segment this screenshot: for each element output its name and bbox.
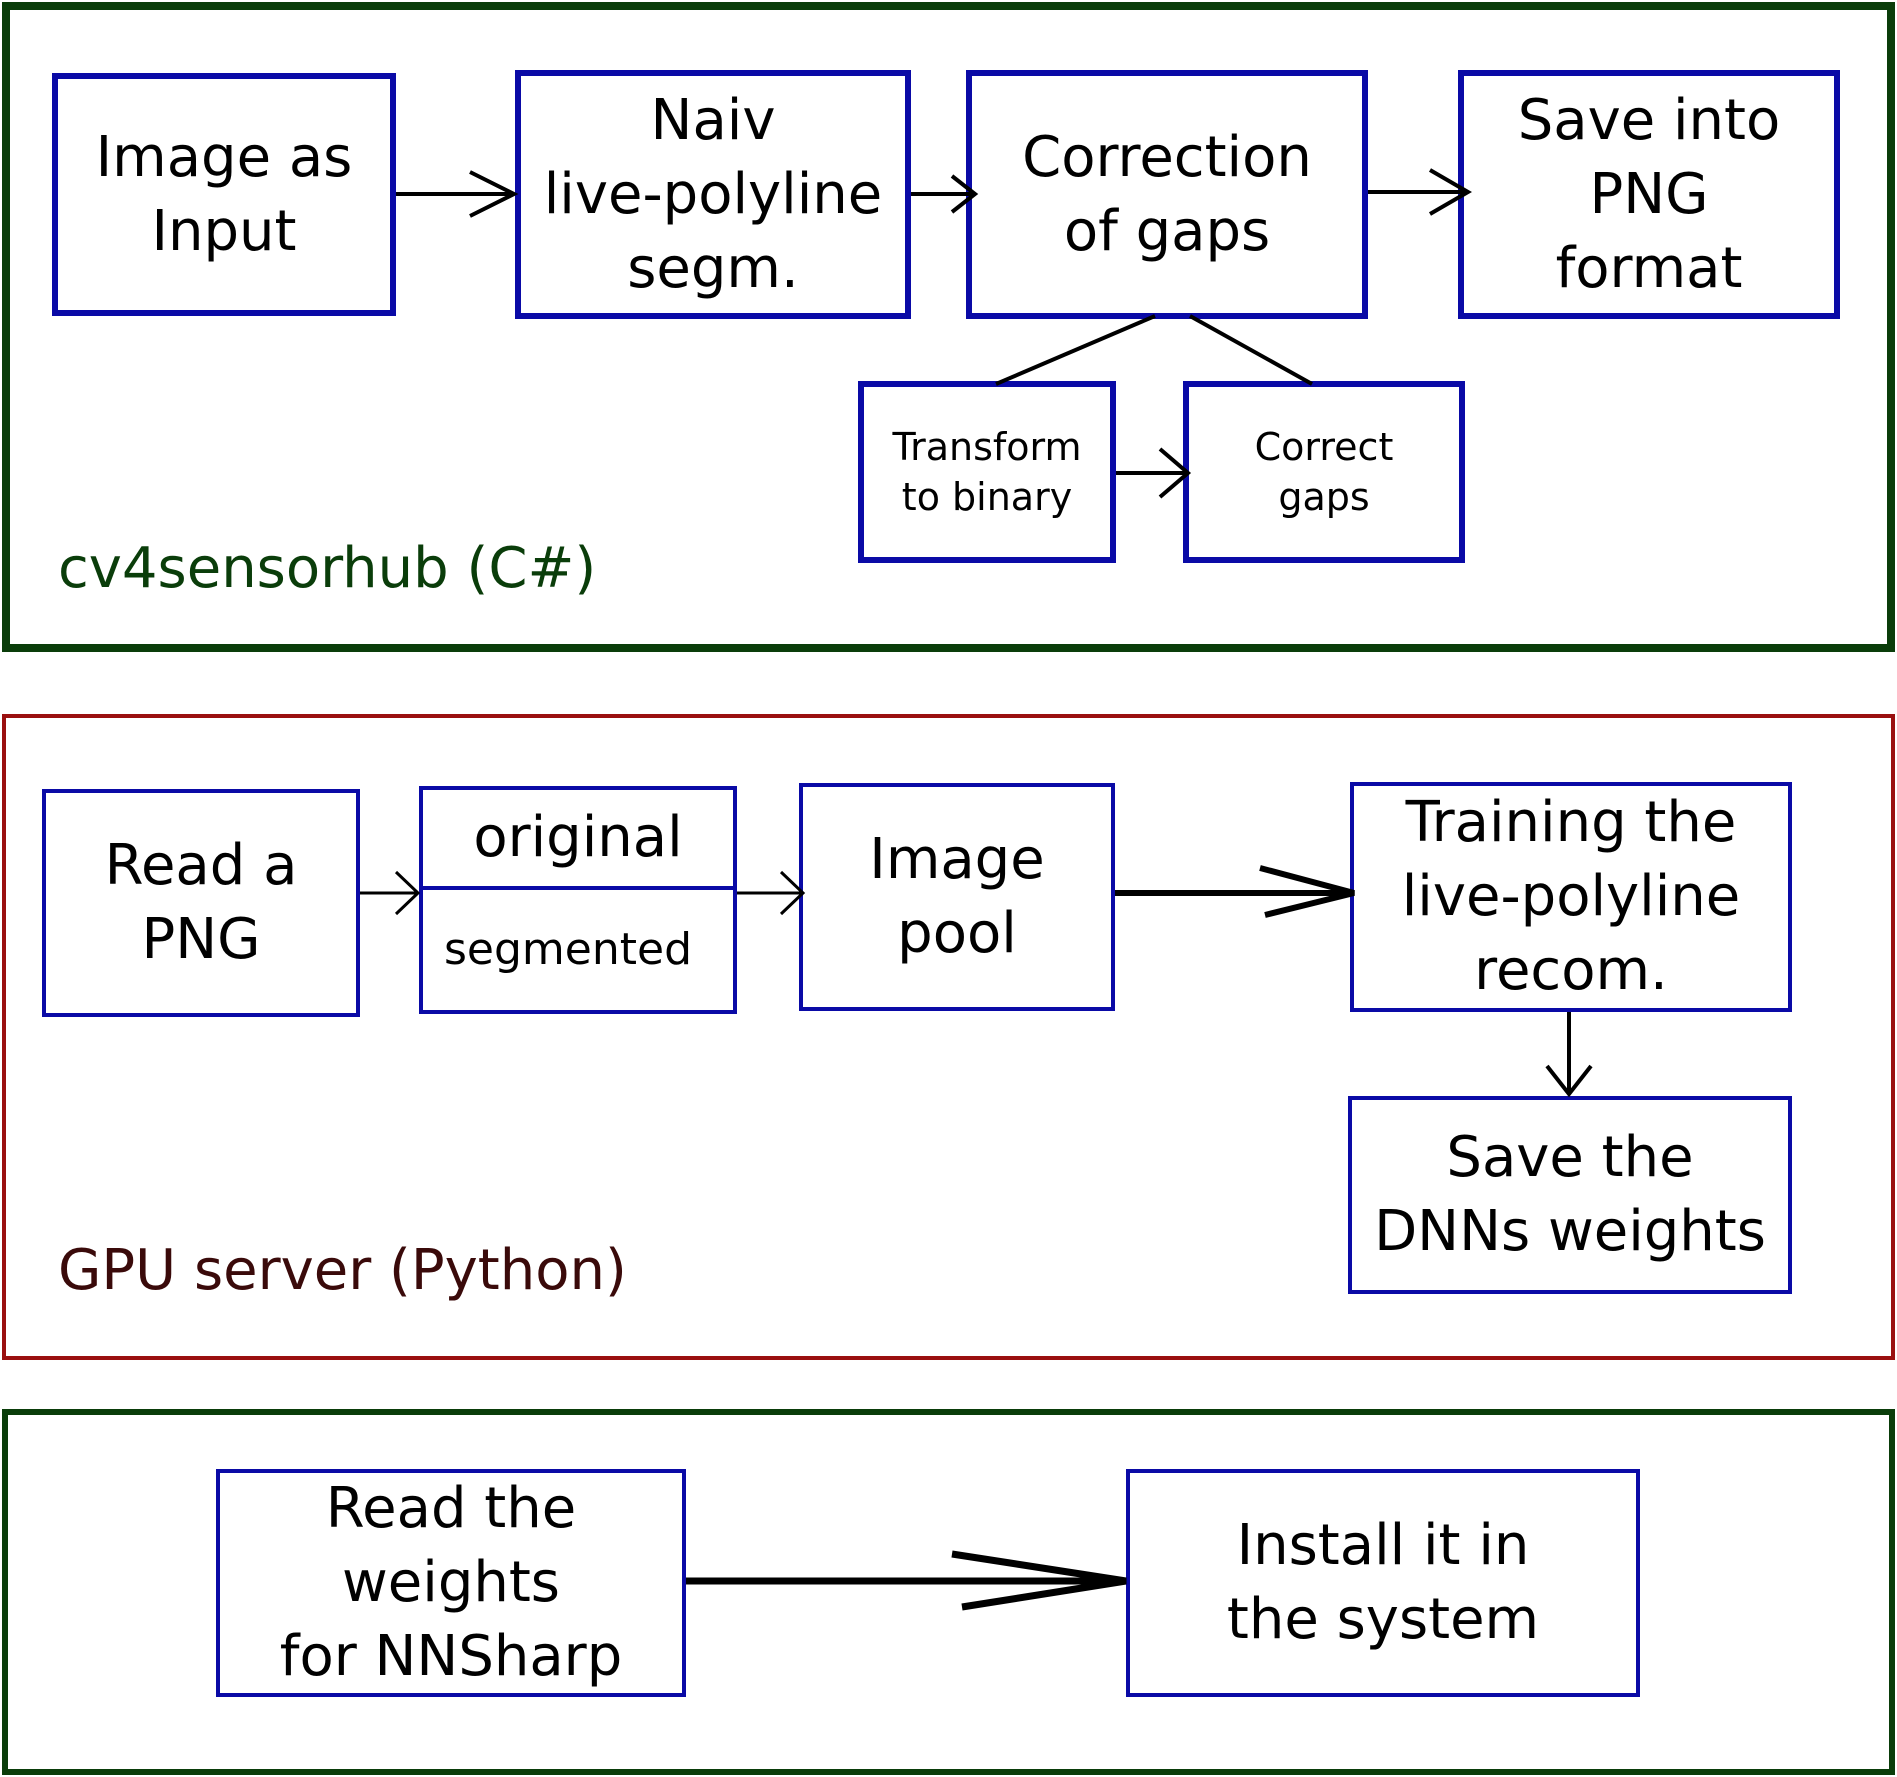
box-text-line: gaps [1278,475,1370,519]
box-text-line: live-polyline [1401,864,1741,929]
box-text-line: Correction [1022,124,1312,190]
box-text-line: original [473,805,683,870]
box-text-line: for NNSharp [279,1624,623,1689]
panel-gpu-server [2,714,1895,1360]
box-text-line: PNG [141,907,261,972]
box-text-line: of gaps [1063,198,1271,264]
box-text-line: Read a [104,833,298,898]
box-segmented: segmented [419,886,737,1014]
box-text-line: Save into [1517,87,1781,153]
box-text-line: Image as [95,124,353,190]
panel-bottom [2,1409,1895,1775]
box-text-line: weights [342,1550,560,1615]
box-read-a-png: Read a PNG [42,789,360,1017]
box-text-line: recom. [1474,938,1668,1003]
box-transform-to-binary: Transform to binary [858,381,1116,563]
box-text-line: pool [897,901,1017,966]
box-original: original [419,786,737,890]
box-image-pool: Image pool [799,783,1115,1011]
box-text-line: Install it in [1236,1513,1530,1578]
panel-label-cv4sensorhub: cv4sensorhub (C#) [58,536,597,601]
box-correction-of-gaps: Correction of gaps [966,70,1368,319]
box-text-line: the system [1226,1587,1540,1652]
box-text-line: to binary [901,475,1073,519]
box-text-line: Image [869,827,1045,892]
box-training: Training the live-polyline recom. [1350,782,1792,1012]
panel-label-gpu-server: GPU server (Python) [58,1238,627,1303]
box-save-weights: Save the DNNs weights [1348,1096,1792,1294]
box-text-line: Correct [1254,425,1394,469]
box-install-in-system: Install it in the system [1126,1469,1640,1697]
box-text-line: DNNs weights [1374,1199,1766,1264]
panel-cv4sensorhub [2,2,1895,652]
box-text-line: Transform [892,425,1082,469]
box-read-the-weights: Read the weights for NNSharp [216,1469,686,1697]
box-text-line: PNG [1589,161,1709,227]
box-image-as-input: Image as Input [52,73,396,316]
box-text-line: Training the [1405,790,1737,855]
box-text-line: Read the [325,1476,577,1541]
box-naiv-segmentation: Naiv live-polyline segm. [515,70,911,319]
box-text-line: live-polyline [543,161,883,227]
box-text-line: Naiv [650,87,776,153]
box-save-into-png: Save into PNG format [1458,70,1840,319]
box-text-line: Input [151,198,297,264]
box-text-line: format [1555,235,1743,301]
box-correct-gaps: Correct gaps [1183,381,1465,563]
box-text-line: segm. [627,235,799,301]
box-text-line: Save the [1446,1125,1694,1190]
box-text-line: segmented [444,924,692,975]
